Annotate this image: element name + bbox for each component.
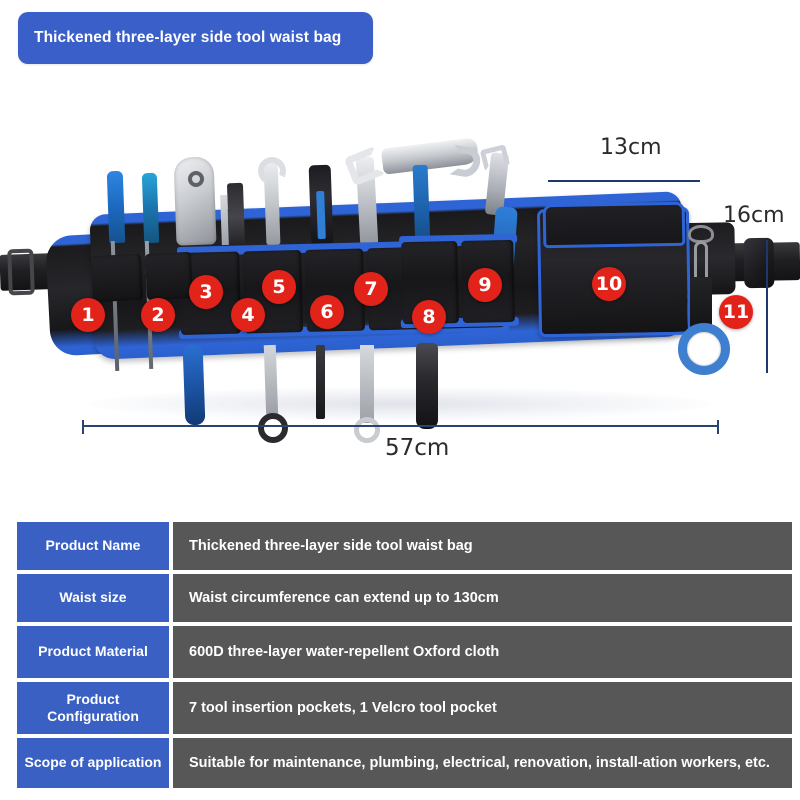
table-row: Product Material 600D three-layer water-… [17,626,792,678]
dimension-label-length: 57cm [385,435,450,461]
screwdriver-teal-tool [141,172,160,244]
specification-table: Product Name Thickened three-layer side … [17,522,792,788]
dimension-line-length [82,420,719,434]
spec-value: 7 tool insertion pockets, 1 Velcro tool … [173,682,792,734]
product-photo: 1 2 3 4 5 6 7 8 9 10 11 13cm 16cm 57cm [0,95,800,495]
spec-value: Suitable for maintenance, plumbing, elec… [173,738,792,788]
spec-value: Thickened three-layer side tool waist ba… [173,522,792,570]
callout-badge-3: 3 [189,275,223,309]
callout-badge-9: 9 [468,268,502,302]
ratchet-wrench-tool [173,156,217,246]
spec-label: Waist size [17,574,169,622]
ground-shadow [90,387,710,421]
blue-ring-icon [678,323,730,375]
adjustable-wrench-jaw-icon [343,145,387,187]
spec-label: Product Name [17,522,169,570]
left-buckle-icon [7,248,35,296]
dimension-line-width [548,180,700,182]
adjustable-wrench-lower [360,345,374,423]
table-row: Product Configuration 7 tool insertion p… [17,682,792,734]
velcro-pouch-flap [542,201,686,249]
marker-pen-stripe-icon [316,190,326,240]
table-row: Waist size Waist circumference can exten… [17,574,792,622]
ratchet-wrench-hole-icon [188,171,204,187]
title-banner: Thickened three-layer side tool waist ba… [18,12,373,64]
dimension-label-width: 13cm [600,135,662,160]
table-row: Product Name Thickened three-layer side … [17,522,792,570]
spec-value: 600D three-layer water-repellent Oxford … [173,626,792,678]
right-strap-keeper [743,237,775,289]
callout-badge-2: 2 [141,298,175,332]
left-loop-pocket [90,253,144,303]
callout-badge-5: 5 [262,270,296,304]
callout-badge-4: 4 [231,298,265,332]
open-end-wrench-jaw-icon [254,153,290,189]
claw-hammer-grip [416,343,438,429]
callout-badge-1: 1 [71,298,105,332]
callout-badge-10: 10 [592,267,626,301]
dimension-line-height [766,240,768,373]
tool-belt-illustration: 1 2 3 4 5 6 7 8 9 10 11 [0,95,800,495]
marker-pen-lower [316,345,325,419]
callout-badge-7: 7 [354,272,388,306]
callout-badge-11: 11 [719,295,753,329]
open-end-wrench-lower [263,344,279,418]
ratchet-wrench-handle [182,344,206,426]
spec-value: Waist circumference can extend up to 130… [173,574,792,622]
spec-label: Scope of application [17,738,169,788]
utility-knife-tool [226,182,246,246]
left-loop-pocket [144,251,194,301]
dimension-label-height: 16cm [723,203,785,228]
table-row: Scope of application Suitable for mainte… [17,738,792,788]
adjustable-wrench-eye-icon [354,417,380,443]
callout-badge-6: 6 [310,295,344,329]
ring-wrench-eye-icon [258,413,288,443]
screwdriver-blue-tool [106,170,126,244]
spec-label: Product Configuration [17,682,169,734]
title-banner-text: Thickened three-layer side tool waist ba… [34,29,342,46]
hook-strap [690,277,712,329]
spec-label: Product Material [17,626,169,678]
callout-badge-8: 8 [412,300,446,334]
